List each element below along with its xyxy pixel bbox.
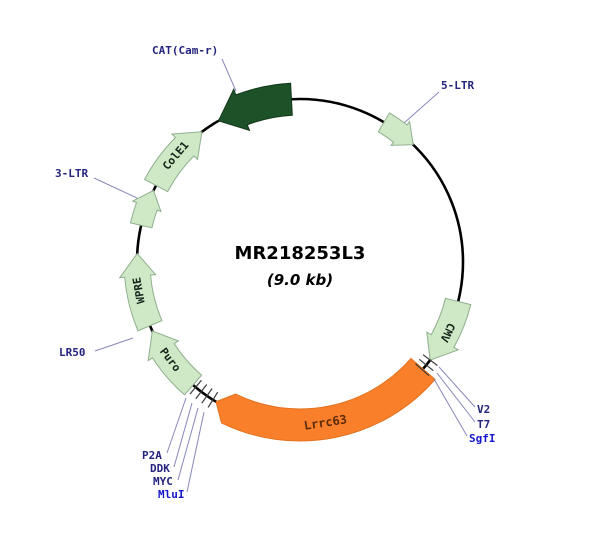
feature-puro (147, 330, 203, 396)
callout-line-5-ltr (403, 91, 440, 124)
junction-tick (422, 354, 438, 366)
callout-label-cat-cam-r: CAT(Cam-r) (152, 44, 218, 57)
junction-tick (189, 379, 202, 395)
plasmid-name: MR218253L3 (235, 243, 366, 264)
callout-line-sgfi (433, 378, 468, 437)
feature-3-ltr (129, 189, 162, 229)
feature-5-ltr (377, 112, 414, 146)
callout-line-mlui (186, 411, 205, 493)
callout-line-cat-cam-r (221, 58, 237, 92)
callout-line-ddk (173, 402, 193, 468)
junction-ticks (189, 354, 438, 408)
junction-tick (415, 363, 430, 377)
callout-label-p2a: P2A (142, 449, 162, 462)
feature-label-lrrc63: Lrrc63 (303, 412, 348, 433)
callout-line-t7 (436, 372, 476, 423)
feature-arcs (118, 82, 472, 442)
plasmid-size-kb: (9.0 kb) (267, 271, 333, 289)
callout-label-t7: T7 (477, 418, 490, 431)
callout-label-sgfi: SgfI (469, 432, 496, 445)
feature-cat-cam-r (217, 82, 293, 132)
junction-tick (195, 384, 208, 400)
callout-line-lr50 (94, 337, 134, 352)
callout-label-ddk: DDK (150, 462, 170, 475)
callout-label-mlui: MluI (158, 488, 185, 501)
feature-label-wpre: WPRE (130, 276, 147, 304)
feature-cole1 (143, 131, 203, 193)
callout-label-myc: MYC (153, 475, 173, 488)
callout-label-v2: V2 (477, 403, 490, 416)
junction-tick (201, 388, 213, 404)
junction-tick (418, 358, 434, 372)
callout-label-lr50: LR50 (59, 346, 86, 359)
junction-tick (207, 391, 219, 408)
callout-line-v2 (438, 366, 476, 408)
callout-label-5-ltr: 5-LTR (441, 79, 474, 92)
callout-label-3-ltr: 3-LTR (55, 167, 88, 180)
callout-line-myc (177, 407, 199, 481)
feature-wpre (118, 252, 163, 332)
callout-connectors (93, 58, 476, 493)
feature-lrrc63 (215, 357, 436, 442)
callout-line-p2a (166, 397, 187, 454)
callout-labels: ColE1WPREPuroLrrc63CMVCAT(Cam-r)5-LTR3-L… (55, 44, 496, 501)
callout-line-3-ltr (93, 177, 138, 199)
